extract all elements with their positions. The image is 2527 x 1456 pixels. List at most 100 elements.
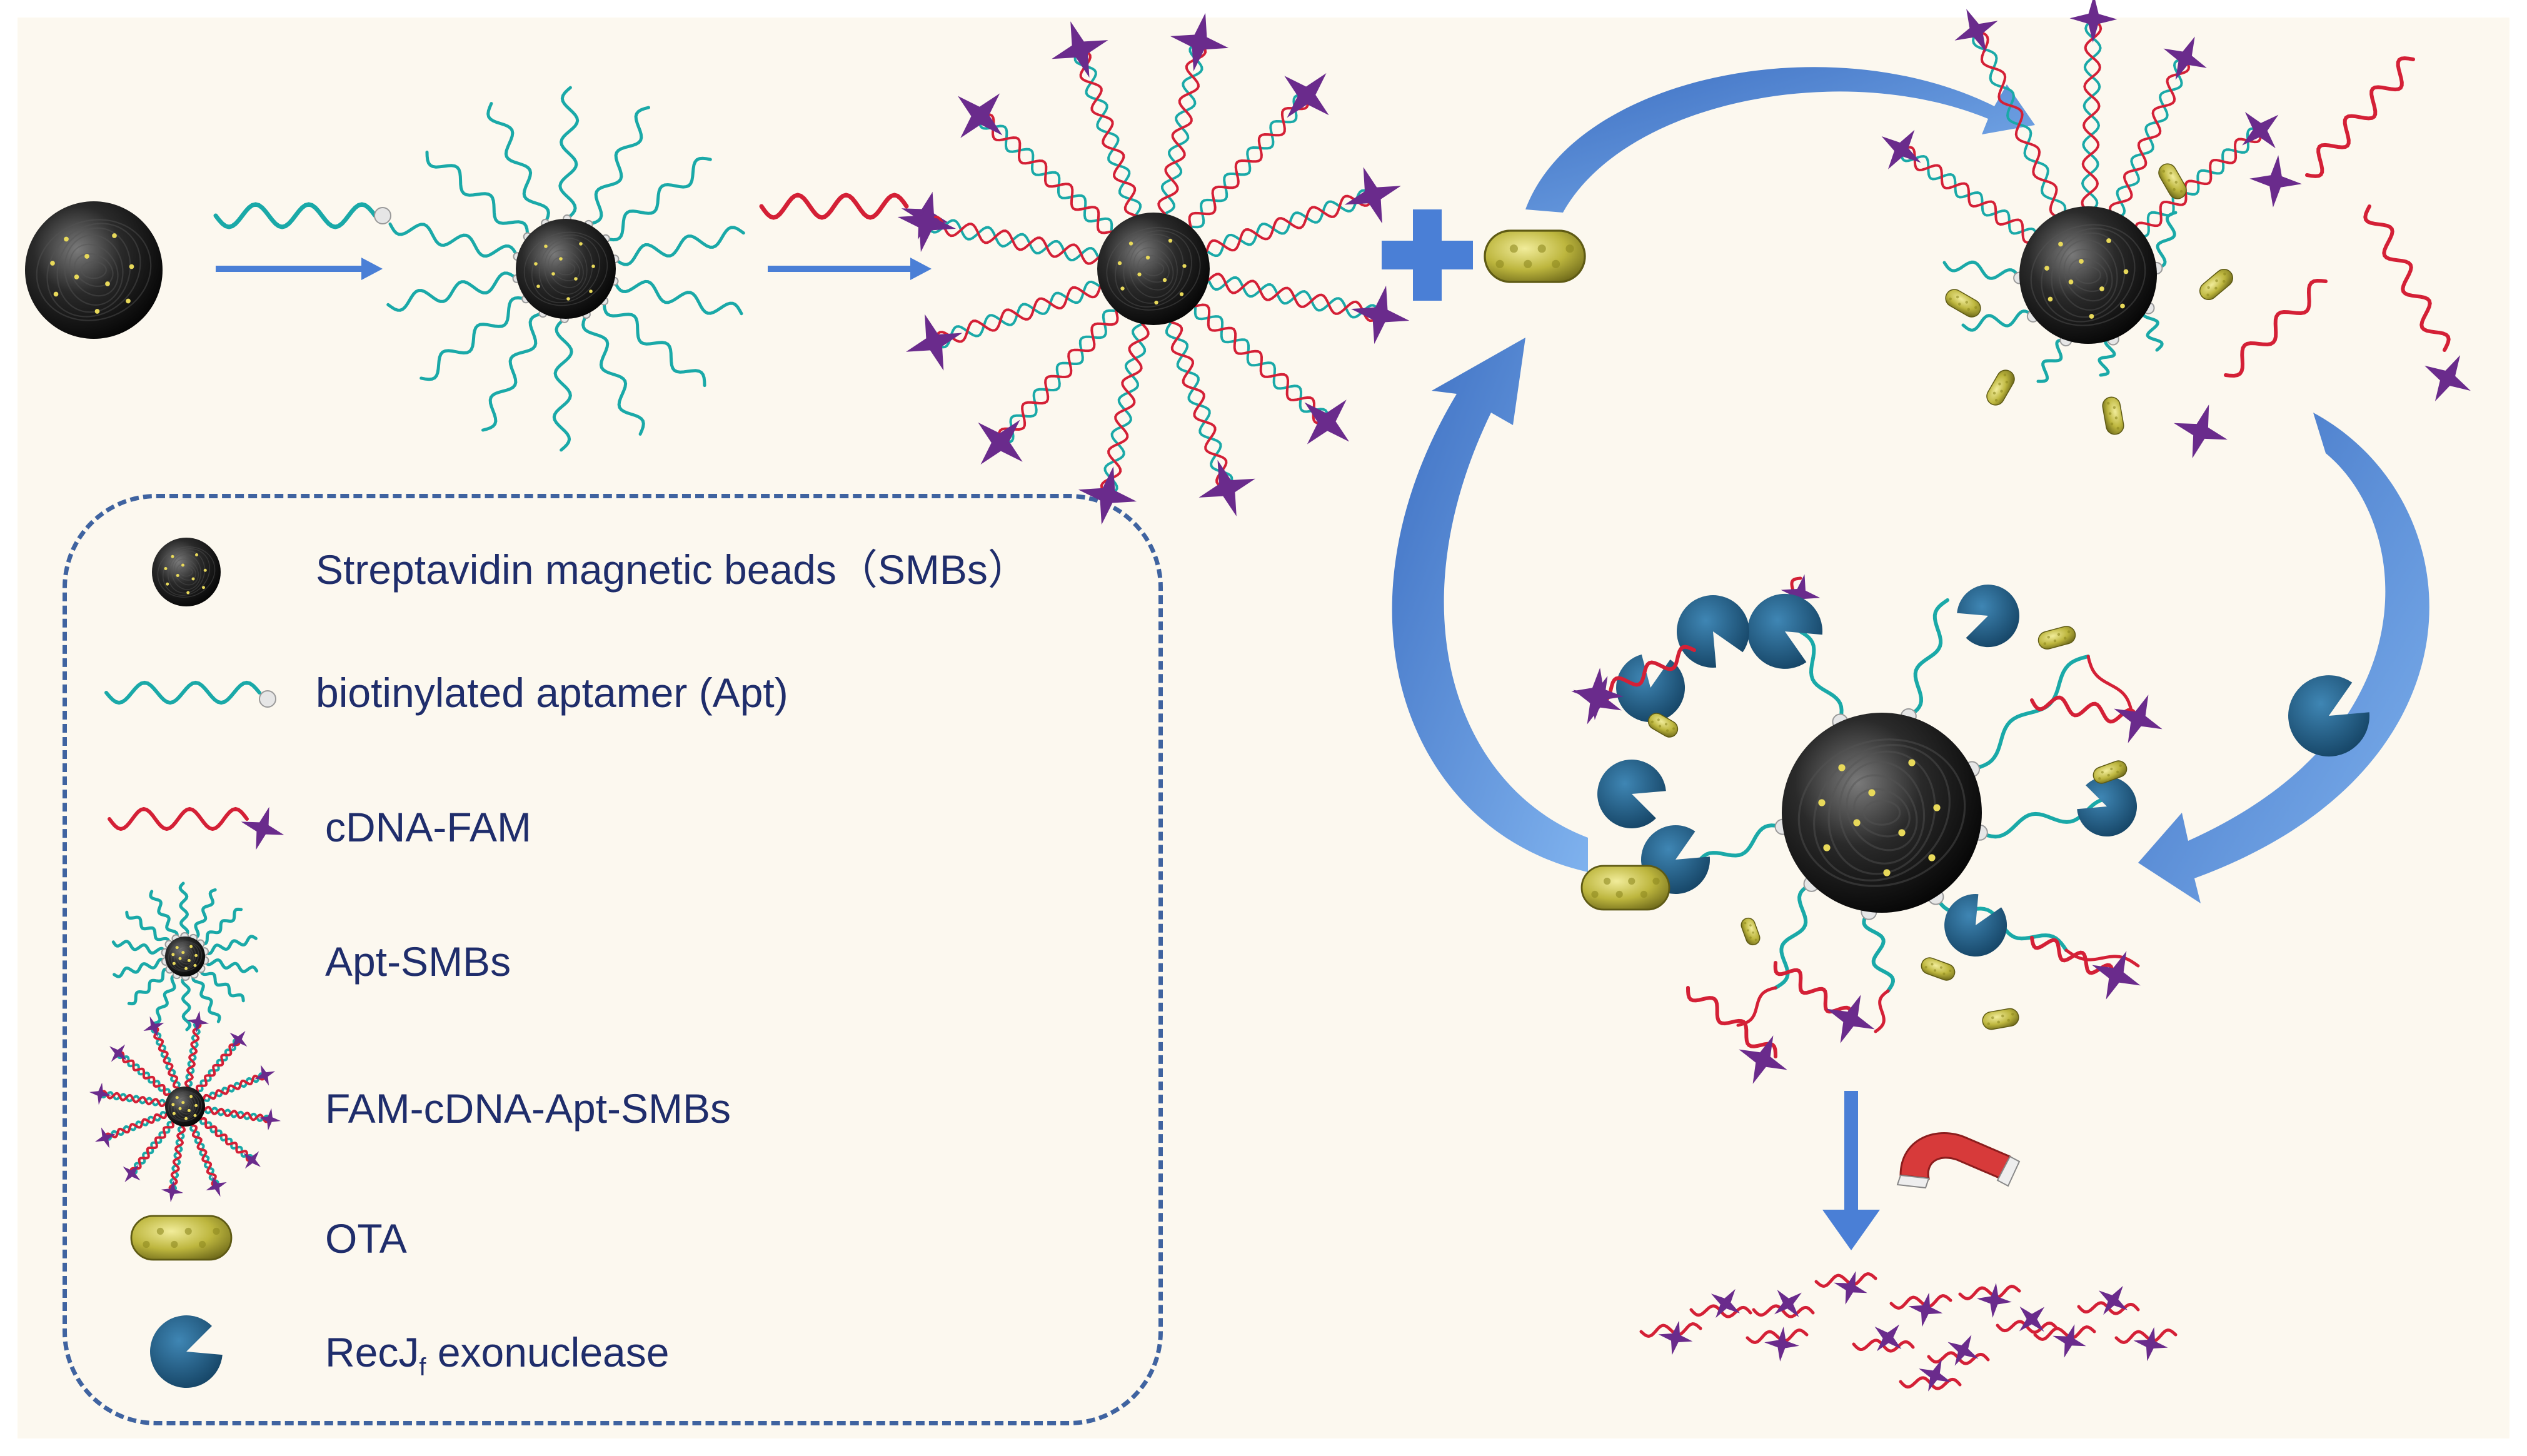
- bead-dot: [1908, 759, 1916, 766]
- magnet-pole: [1996, 1155, 2021, 1187]
- ota-texture: [2007, 1018, 2010, 1022]
- ota-texture: [2098, 777, 2101, 780]
- recj-enzyme: [1944, 894, 2007, 957]
- bead-dot: [566, 297, 570, 301]
- legend-label-ota: OTA: [325, 1215, 407, 1262]
- bead-dot: [1120, 286, 1125, 291]
- fam-cdna-apt-smbs-strands: [897, 13, 1410, 525]
- released-fam-star: [2249, 155, 2302, 208]
- bead-dot: [536, 284, 540, 288]
- bead-texture: [168, 941, 203, 972]
- bead-texture: [181, 1103, 189, 1110]
- fam-star: [94, 1127, 116, 1148]
- bead-texture: [1846, 774, 1918, 851]
- bead-dot: [178, 956, 182, 960]
- bead-texture: [174, 558, 199, 586]
- ota-texture: [2173, 188, 2176, 191]
- ota-texture: [1744, 921, 1747, 925]
- ota-bound: [1982, 1008, 2019, 1030]
- bound-aptamer-loop: [2141, 306, 2164, 352]
- bead-dot: [178, 1107, 182, 1110]
- fam-star: [254, 1065, 276, 1086]
- bead-dot: [193, 1113, 197, 1117]
- aptamer-strand: [113, 958, 168, 978]
- fam-star: [258, 1108, 281, 1131]
- cdna-strand: [933, 285, 1102, 344]
- ota-texture: [2108, 412, 2112, 415]
- bead-texture: [1137, 254, 1170, 283]
- ota-texture: [1664, 723, 1668, 726]
- released-cdna: [2305, 56, 2415, 178]
- bead-complex-center: [1782, 713, 1982, 913]
- ota-released: [1580, 865, 1670, 911]
- arrow-head: [361, 258, 383, 280]
- bead-body: [165, 936, 205, 977]
- released-fam-star: [1711, 1288, 1741, 1318]
- curved-arrow-top: [1525, 67, 2035, 213]
- bead-dot: [551, 272, 555, 276]
- bead-texture: [174, 1093, 196, 1120]
- ota-texture: [1931, 963, 1934, 966]
- aptamer-strand: [481, 311, 545, 432]
- legend-icon-aptamer-biotin: [259, 690, 276, 708]
- aptamer-strand: [191, 888, 217, 940]
- bead-dot: [2047, 296, 2053, 302]
- aptamer-strand: [386, 271, 519, 312]
- bead-texture: [171, 554, 201, 590]
- ota-texture: [1628, 877, 1635, 885]
- ota-bound: [1741, 917, 1761, 946]
- ota-texture: [2047, 635, 2050, 639]
- bead-texture: [178, 948, 193, 965]
- fam-star: [1881, 129, 1921, 169]
- cdna-strand: [129, 1121, 174, 1175]
- bead-texture: [176, 1095, 194, 1118]
- digested-fragment: [1746, 1328, 1809, 1344]
- bead-texture: [69, 243, 119, 297]
- released-fam-star: [1834, 1271, 1867, 1305]
- fam-star: [89, 1082, 112, 1105]
- cdna-strand: [202, 1074, 266, 1101]
- bead-dot: [189, 945, 193, 948]
- ota-texture: [1958, 303, 1961, 306]
- bead-dot: [181, 1101, 185, 1105]
- bead-dot: [195, 553, 198, 556]
- bead-dot: [559, 257, 563, 261]
- legend-label-cdna-fam: cDNA-FAM: [325, 804, 531, 850]
- fam-star: [123, 1165, 141, 1182]
- ota-texture: [1672, 727, 1675, 730]
- ota-texture: [1591, 890, 1599, 898]
- bead-texture: [1123, 234, 1184, 304]
- bound-aptamer-loop: [2155, 211, 2178, 270]
- bead-dot: [53, 291, 59, 297]
- cdna-strand: [203, 1105, 271, 1123]
- bead-dot: [2044, 266, 2049, 271]
- legend-label-fam-cdna-apt-smbs: FAM-cDNA-Apt-SMBs: [325, 1085, 731, 1132]
- bead-body: [152, 538, 221, 606]
- ota-body: [1647, 713, 1679, 738]
- released-fam-star: [2052, 1324, 2086, 1358]
- bead-texture: [531, 234, 600, 303]
- ota-texture: [1565, 244, 1574, 253]
- recj-enzyme: [1747, 593, 1823, 669]
- bead-dot: [50, 261, 55, 266]
- bead-dot: [1838, 764, 1846, 771]
- bead-dot: [166, 582, 169, 586]
- fam-star: [1304, 399, 1349, 444]
- ota-texture: [2110, 767, 2113, 771]
- ota-texture: [1658, 725, 1662, 728]
- cdna-strand: [1900, 146, 2037, 244]
- bead-dot: [187, 958, 191, 962]
- ota-texture: [1652, 877, 1660, 885]
- ota-texture: [1749, 924, 1752, 926]
- arrow-shaft: [216, 266, 364, 272]
- fam-star: [2242, 112, 2279, 149]
- bead-texture: [548, 249, 584, 288]
- ota-texture: [156, 1227, 164, 1235]
- bead-dot: [126, 298, 131, 304]
- bead-texture: [2030, 224, 2146, 326]
- recj-enzyme: [1676, 595, 1749, 668]
- aptamer-strand: [388, 222, 519, 258]
- bead-texture: [1862, 800, 1901, 826]
- legend-icon-cdna: [108, 806, 249, 831]
- bead-texture: [523, 231, 608, 306]
